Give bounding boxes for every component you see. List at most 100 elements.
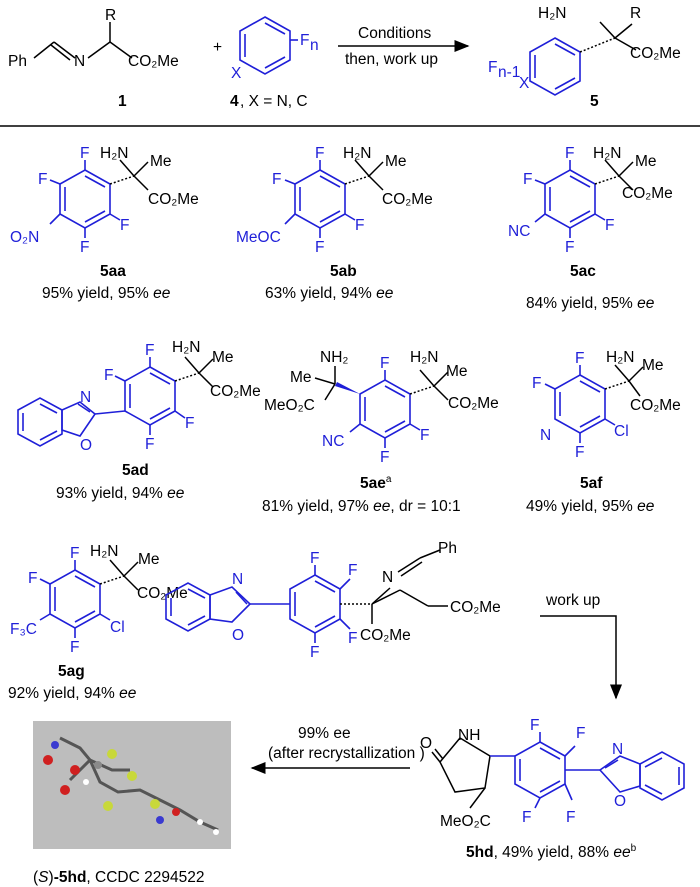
f-label: F [145, 342, 154, 359]
f-label: F [530, 717, 539, 734]
methyl-label: Me [150, 153, 172, 170]
recrystallization-arrow: 99% ee (after recrystallization ) [250, 725, 425, 774]
acetyl-label: MeOC [236, 229, 281, 246]
product-h2n-label: H₂N [538, 5, 566, 22]
f-label: F [310, 644, 319, 661]
f-label: F [315, 145, 324, 162]
amine-label: H₂N [410, 349, 438, 366]
ester-label: CO₂Me [210, 383, 261, 400]
amine-label: H₂N [593, 145, 621, 162]
f-label: F [532, 375, 541, 392]
workup-arrow-label: work up [545, 592, 600, 609]
methyl-label: Me [642, 357, 664, 374]
header-arrow: Conditions then, work up [338, 25, 470, 68]
f-label: F [348, 562, 357, 579]
ester-label: MeO₂C [264, 397, 315, 414]
f-label: F [348, 630, 357, 647]
compound-id-5af: 5af [580, 475, 603, 492]
compound-id-5ag: 5ag [58, 663, 85, 680]
methyl-label: Me [446, 363, 468, 380]
f-label: F [576, 725, 585, 742]
compound-id-5ad: 5ad [122, 462, 149, 479]
conditions-label: Conditions [358, 25, 431, 42]
compound-5af: F F N F Cl H₂N Me CO₂Me 5af 49% yield, 9… [526, 349, 681, 515]
ester-label: CO₂Me [360, 627, 411, 644]
yield-5aa: 95% yield, 95% ee [42, 285, 171, 302]
amine-label: H₂N [90, 543, 118, 560]
compound-5ab: F F F F MeOC H₂N Me CO₂Me 5ab 63% yield,… [236, 145, 433, 302]
f-label: F [28, 570, 37, 587]
ester-label: MeO₂C [440, 813, 491, 830]
amine-label: NH₂ [320, 349, 348, 366]
imine-ph-label: Ph [8, 53, 27, 70]
arene-x-label: X [231, 65, 242, 82]
n-label: N [80, 389, 91, 406]
f-label: F [185, 415, 194, 432]
compound-5ac: F F F F NC H₂N Me CO₂Me 5ac 84% yield, 9… [508, 145, 673, 312]
imine-r-label: R [105, 7, 116, 24]
compound-5ag: F F F₃C F Cl H₂N Me CO₂Me 5ag 92% yield,… [8, 543, 188, 702]
product-5hd-caption: 5hd, 49% yield, 88% eeb [466, 843, 637, 861]
ester-label: CO₂Me [450, 599, 501, 616]
imine-n-label: N [74, 53, 85, 70]
amine-label: H₂N [100, 145, 128, 162]
compound-5ae: F F F NC NH₂ Me MeO₂C H₂N Me CO₂Me 5aea … [262, 349, 499, 515]
compound-5ad: F F F F N O H₂N Me CO₂Me 5ad 93% yield, … [17, 339, 261, 502]
pyridine-n-label: N [540, 427, 551, 444]
f-label: F [38, 171, 47, 188]
phenyl-label: Ph [438, 540, 457, 557]
compound-4-id: 4 [230, 93, 239, 110]
recrystallization-note: (after recrystallization ) [268, 745, 425, 762]
amine-label: H₂N [343, 145, 371, 162]
product-n1-sub: n-1 [498, 64, 520, 81]
product-5: H₂N R CO₂Me F n-1 X 5 [488, 5, 681, 110]
lactam-nh-label: NH [458, 727, 480, 744]
carbonyl-o-label: O [420, 735, 432, 752]
crystal-caption: (S)-5hd, CCDC 2294522 [33, 869, 204, 886]
f-label: F [145, 436, 154, 453]
f-label: F [272, 171, 281, 188]
ester-label: CO₂Me [148, 191, 199, 208]
methyl-label: Me [290, 369, 312, 386]
cf3-label: F₃C [10, 621, 37, 638]
product-f-label: F [488, 59, 497, 76]
o-label: O [614, 793, 626, 810]
f-label: F [523, 171, 532, 188]
ester-label: CO₂Me [630, 397, 681, 414]
f-label: F [120, 217, 129, 234]
yield-5ab: 63% yield, 94% ee [265, 285, 394, 302]
arene-f-label: F [300, 32, 309, 49]
compound-1-id: 1 [118, 93, 127, 110]
f-label: F [355, 217, 364, 234]
ester-label: CO₂Me [448, 395, 499, 412]
o-label: O [80, 437, 92, 454]
f-label: F [70, 545, 79, 562]
yield-5af: 49% yield, 95% ee [526, 498, 655, 515]
methyl-label: Me [138, 551, 160, 568]
f-label: F [522, 809, 531, 826]
f-label: F [565, 239, 574, 256]
workup-label: then, work up [345, 51, 438, 68]
f-label: F [420, 427, 429, 444]
methyl-label: Me [212, 349, 234, 366]
compound-5hd: O NH MeO₂C F F F F N O 5hd, 49% yield, 8… [420, 717, 685, 861]
arene-4: F n X 4 , X = N, C [230, 16, 319, 110]
f-label: F [575, 350, 584, 367]
n-label: N [382, 569, 393, 586]
n-label: N [612, 741, 623, 758]
f-label: F [315, 239, 324, 256]
compound-id-5ae: 5aea [360, 474, 392, 492]
f-label: F [380, 355, 389, 372]
f-label: F [605, 217, 614, 234]
compound-id-5ac: 5ac [570, 263, 596, 280]
f-label: F [104, 367, 113, 384]
product-ester-label: CO₂Me [630, 45, 681, 62]
arene-note: , X = N, C [240, 93, 308, 110]
compound-id-5aa: 5aa [100, 263, 126, 280]
chloro-label: Cl [614, 423, 629, 440]
amine-label: H₂N [606, 349, 634, 366]
f-label: F [310, 550, 319, 567]
f-label: F [565, 145, 574, 162]
compound-id-5ab: 5ab [330, 263, 357, 280]
